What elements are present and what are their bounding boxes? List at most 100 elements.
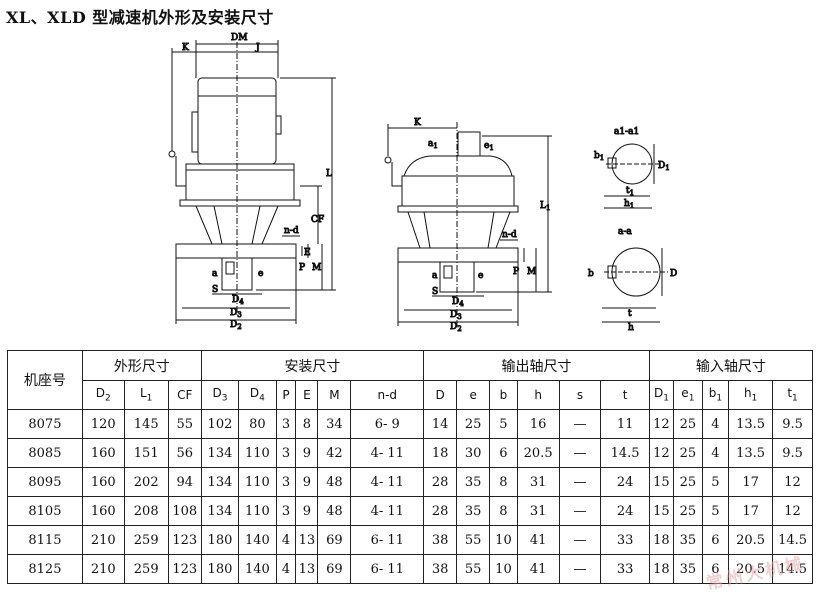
table-cell: 5 xyxy=(489,409,518,439)
table-cell: 14.5 xyxy=(772,554,813,584)
table-cell: 3 xyxy=(275,467,297,497)
table-cell: 80 xyxy=(238,409,277,439)
table-cell: 180 xyxy=(200,525,240,555)
table-cell: 4 xyxy=(701,409,730,439)
table-cell: 8 xyxy=(489,496,518,526)
table-cell: 6- 11 xyxy=(350,525,425,555)
table-cell: 24 xyxy=(600,467,650,497)
table-cell: 3 xyxy=(275,438,297,468)
table-cell: — xyxy=(558,438,602,468)
column-header: h xyxy=(516,380,560,410)
table-cell: 259 xyxy=(123,525,169,555)
table-cell: 4- 11 xyxy=(350,496,425,526)
table-cell: 8 xyxy=(295,409,319,439)
table-cell: 5 xyxy=(701,496,730,526)
column-header: e xyxy=(456,380,491,410)
table-cell: 180 xyxy=(200,554,240,584)
table-cell: 9.5 xyxy=(772,409,813,439)
page-title: XL、XLD 型减速机外形及安装尺寸 xyxy=(6,8,274,27)
column-header: E xyxy=(295,380,319,410)
table-cell: 102 xyxy=(200,409,240,439)
dim-label-m: M xyxy=(312,263,321,273)
dim-label-d: D xyxy=(670,269,677,279)
table-cell: 14.5 xyxy=(772,525,813,555)
table-cell: 151 xyxy=(123,438,169,468)
column-header: n-d xyxy=(350,380,425,410)
column-header: L1 xyxy=(123,380,169,410)
table-cell: 13 xyxy=(295,525,319,555)
table-cell: 94 xyxy=(167,467,202,497)
table-cell: 24 xyxy=(600,496,650,526)
table-cell: 9 xyxy=(295,438,319,468)
table-cell: 210 xyxy=(81,525,125,555)
table-cell: 120 xyxy=(81,409,125,439)
table-cell: 12 xyxy=(772,496,813,526)
dim-label-nd: n-d xyxy=(284,226,299,236)
table-cell: — xyxy=(558,467,602,497)
table-cell: — xyxy=(558,525,602,555)
table-cell: 14 xyxy=(423,409,458,439)
table-cell: 17 xyxy=(728,467,774,497)
table-cell: 8095 xyxy=(7,467,83,497)
dim-label-d2: D2 xyxy=(230,320,242,331)
table-cell: 25 xyxy=(673,467,703,497)
table-cell: 202 xyxy=(123,467,169,497)
table-cell: 20.5 xyxy=(728,554,774,584)
table-cell: 123 xyxy=(167,554,202,584)
dim-label-e-small-2: e xyxy=(478,271,483,281)
group-header-output-shaft: 输出轴尺寸 xyxy=(423,350,650,381)
table-cell: 210 xyxy=(81,554,125,584)
table-cell: 34 xyxy=(317,409,352,439)
table-cell: 42 xyxy=(317,438,352,468)
table-cell: 14.5 xyxy=(600,438,650,468)
column-header: D2 xyxy=(81,380,125,410)
dim-label-d2-2: D2 xyxy=(450,322,462,333)
column-header: D xyxy=(423,380,458,410)
table-cell: 134 xyxy=(200,496,240,526)
table-cell: 48 xyxy=(317,496,352,526)
table-cell: 4 xyxy=(275,525,297,555)
table-cell: 208 xyxy=(123,496,169,526)
table-cell: 16 xyxy=(516,409,560,439)
table-cell: 6 xyxy=(701,525,730,555)
section-a1-label: a1-a1 xyxy=(614,127,639,137)
table-cell: 10 xyxy=(489,554,518,584)
table-cell: 8125 xyxy=(7,554,83,584)
table-cell: 28 xyxy=(423,496,458,526)
dim-label-d1: D1 xyxy=(658,161,670,172)
section-a-drawing: a-a b D t h xyxy=(588,227,678,334)
table-cell: 25 xyxy=(673,409,703,439)
table-cell: 12 xyxy=(648,409,675,439)
table-cell: 11 xyxy=(600,409,650,439)
table-cell: 13.5 xyxy=(728,409,774,439)
table-cell: 5 xyxy=(701,467,730,497)
column-header: D1 xyxy=(648,380,675,410)
table-cell: 134 xyxy=(200,438,240,468)
dim-label-nd-2: n-d xyxy=(502,230,517,240)
section-a1-drawing: a1-a1 b1 D1 t1 h1 xyxy=(594,127,671,211)
table-cell: 48 xyxy=(317,467,352,497)
table-cell: 55 xyxy=(456,525,491,555)
column-header: e1 xyxy=(673,380,703,410)
table-cell: 4- 11 xyxy=(350,438,425,468)
column-header: b xyxy=(489,380,518,410)
table-cell: 25 xyxy=(673,496,703,526)
table-cell: 140 xyxy=(238,554,277,584)
table-cell: 41 xyxy=(516,525,560,555)
table-cell: 160 xyxy=(81,496,125,526)
table-cell: 18 xyxy=(423,438,458,468)
table-cell: — xyxy=(558,496,602,526)
column-header: t1 xyxy=(772,380,813,410)
dim-label-l: L xyxy=(326,169,332,179)
table-cell: 55 xyxy=(167,409,202,439)
column-header: t xyxy=(600,380,650,410)
table-cell: 12 xyxy=(772,467,813,497)
table-cell: 55 xyxy=(456,554,491,584)
table-cell: 160 xyxy=(81,438,125,468)
table-cell: 110 xyxy=(238,496,277,526)
table-cell: 17 xyxy=(728,496,774,526)
